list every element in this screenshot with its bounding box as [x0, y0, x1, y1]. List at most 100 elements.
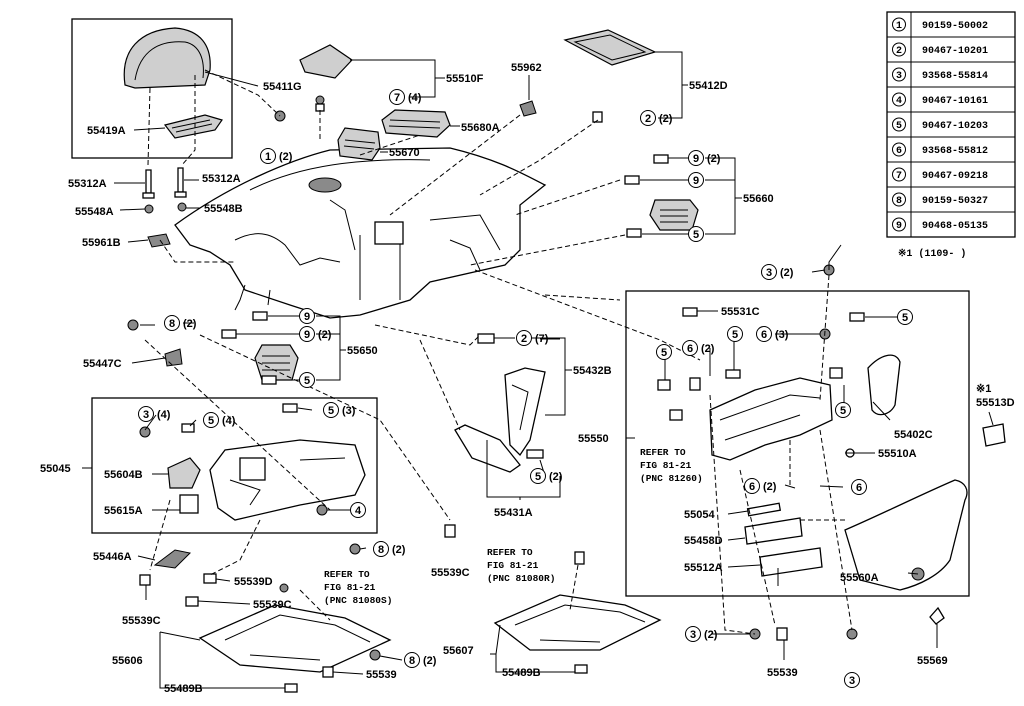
part-55607: [493, 551, 662, 674]
ref-circle-9: [299, 326, 315, 342]
ref-circle-5: [897, 309, 913, 325]
ref-number-8: 8: [409, 655, 415, 667]
inset-box-glovebox: [625, 290, 970, 597]
label-55412D: 55412D: [689, 80, 728, 92]
label-note-star1: ※1: [976, 383, 991, 395]
part-55419A: [163, 114, 223, 139]
instrument-panel: [174, 147, 547, 319]
ref-circle-5: [727, 326, 743, 342]
ref-qty: (4): [408, 92, 422, 104]
label-55680A: 55680A: [461, 122, 500, 134]
refer-note-81080S: REFER TO FIG 81-21 (PNC 81080S): [324, 569, 392, 606]
ref-number-5: 5: [732, 329, 738, 341]
refer-note-81080R: REFER TO FIG 81-21 (PNC 81080R): [487, 547, 555, 584]
legend-num-3: 3: [896, 71, 902, 82]
ref-number-2: 2: [645, 113, 651, 125]
legend-num-7: 7: [896, 171, 902, 182]
ref-circle-8: [373, 541, 389, 557]
part-55606: [198, 604, 392, 693]
ref-number-5: 5: [304, 375, 310, 387]
ref-number-9: 9: [693, 175, 699, 187]
label-55607: 55607: [443, 645, 474, 657]
ref-circle-3: [685, 626, 701, 642]
ref-number-5: 5: [693, 229, 699, 241]
part-55312A-pins: [142, 167, 187, 214]
part-55680A: [381, 109, 451, 138]
ref-circle-9: [299, 308, 315, 324]
legend-part-2: 90467-10201: [922, 46, 988, 57]
label-55446A: 55446A: [93, 551, 132, 563]
part-55550: [657, 307, 865, 461]
part-55650: [221, 311, 299, 385]
legend-num-5: 5: [896, 121, 902, 132]
legend-part-6: 93568-55812: [922, 146, 988, 157]
legend-footnote: ※1 (1109- ): [898, 248, 966, 260]
label-55539C-mid: 55539C: [253, 599, 292, 611]
ref-circle-5: [323, 402, 339, 418]
ref-circle-2: [516, 330, 532, 346]
ref-qty: (2): [318, 329, 332, 341]
ref-circle-2: [640, 110, 656, 126]
label-55539-right: 55539: [767, 667, 798, 679]
svg-text:(PNC 81080R): (PNC 81080R): [487, 573, 555, 584]
ref-number-2: 2: [521, 333, 527, 345]
label-55550: 55550: [578, 433, 609, 445]
ref-qty: (3): [342, 405, 356, 417]
ref-qty: (2): [183, 318, 197, 330]
part-55054: [746, 502, 782, 517]
svg-text:(PNC 81260): (PNC 81260): [640, 473, 703, 484]
svg-text:REFER TO: REFER TO: [487, 547, 533, 558]
ref-circle-3: [844, 672, 860, 688]
ref-qty: (2): [392, 544, 406, 556]
legend-num-9: 9: [896, 221, 902, 232]
ref-qty: (2): [707, 153, 721, 165]
part-55458D: [744, 517, 803, 545]
ref-circle-6: [682, 340, 698, 356]
part-55432B: [477, 333, 546, 457]
ref-circle-6: [756, 326, 772, 342]
ref-number-5: 5: [902, 312, 908, 324]
inset-box-meter-hood: [71, 18, 233, 159]
legend-circle-9: [892, 217, 906, 232]
part-55962: [519, 100, 537, 117]
ref-qty: (2): [704, 629, 718, 641]
ref-circle-5: [688, 226, 704, 242]
ref-qty: (2): [659, 113, 673, 125]
ref-number-5: 5: [208, 415, 214, 427]
part-55513D: [982, 423, 1006, 447]
part-55446A: [153, 549, 192, 569]
legend-circle-5: [892, 117, 906, 132]
ref-number-1: 1: [265, 151, 271, 163]
label-55670: 55670: [389, 147, 420, 159]
svg-text:FIG 81-21: FIG 81-21: [324, 582, 376, 593]
legend-part-3: 93568-55814: [922, 71, 988, 82]
label-55312A-left: 55312A: [68, 178, 107, 190]
svg-text:REFER TO: REFER TO: [324, 569, 370, 580]
ref-number-3: 3: [766, 267, 772, 279]
legend-num-4: 4: [896, 96, 902, 107]
ref-circle-1: [260, 148, 276, 164]
legend-part-8: 90159-50327: [922, 196, 988, 207]
ref-number-5: 5: [328, 405, 334, 417]
meter-hood: [123, 27, 211, 89]
legend-part-9: 90468-05135: [922, 221, 988, 232]
svg-text:FIG 81-21: FIG 81-21: [487, 560, 539, 571]
label-55539C-left: 55539C: [122, 615, 161, 627]
ref-circle-5: [530, 468, 546, 484]
legend-circle-3: [892, 67, 906, 82]
part-labels: 55411G 55419A 55312A 55312A 55548A 55548…: [40, 62, 1015, 695]
ref-number-4: 4: [355, 505, 362, 517]
ref-qty: (7): [535, 333, 549, 345]
ref-qty: (2): [549, 471, 563, 483]
label-55548A: 55548A: [75, 206, 114, 218]
label-55312A-right: 55312A: [202, 173, 241, 185]
ref-circle-5: [203, 412, 219, 428]
ref-circle-8: [164, 315, 180, 331]
inset-box-55045: [91, 397, 378, 534]
label-55548B: 55548B: [204, 203, 243, 215]
part-55447C: [164, 348, 183, 367]
ref-qty: (4): [222, 415, 236, 427]
ref-number-8: 8: [378, 544, 384, 556]
